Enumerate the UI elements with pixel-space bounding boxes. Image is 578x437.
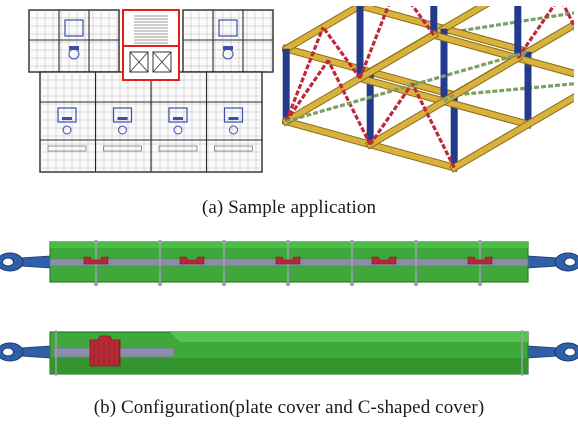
plan-fixture bbox=[57, 107, 77, 123]
brace-c-shaped-cover-model bbox=[0, 318, 578, 386]
brace-bolt-head bbox=[477, 281, 483, 287]
frame-beam bbox=[434, 6, 574, 9]
brace-pin-hole bbox=[2, 257, 14, 267]
brace-bolt-head bbox=[285, 239, 291, 245]
brace-restrainer bbox=[179, 256, 205, 265]
frame-beam bbox=[434, 6, 574, 9]
brace-bolt-head bbox=[221, 239, 227, 245]
floor-plan-svg bbox=[28, 9, 274, 173]
brace-bolt-head bbox=[349, 239, 355, 245]
brace-c-cover-lower-face bbox=[50, 358, 528, 374]
brace-bolt-head bbox=[157, 281, 163, 287]
plan-label-box bbox=[47, 145, 87, 152]
brace-pin-hole bbox=[564, 347, 576, 357]
brace-restrainer bbox=[275, 256, 301, 265]
plan-elevator-x bbox=[152, 51, 172, 73]
brace-end-fitting bbox=[0, 252, 51, 272]
brace-bolt-head bbox=[477, 239, 483, 245]
plan-fixture bbox=[218, 19, 238, 37]
brace-end-fitting bbox=[527, 342, 578, 362]
plan-unit-top-left bbox=[28, 9, 120, 73]
brace-restrainer bbox=[371, 256, 397, 265]
brace-end-shaft bbox=[527, 255, 559, 269]
brace-bolt-head bbox=[93, 239, 99, 245]
brace-plate-cover-svg bbox=[0, 239, 578, 287]
plan-unit-top-right bbox=[182, 9, 274, 73]
frame-brace-green bbox=[443, 93, 456, 103]
brace-plate-cover-model bbox=[0, 228, 578, 296]
frame-brace-red bbox=[368, 82, 414, 146]
brace-bolt-head bbox=[93, 281, 99, 287]
frame-brace-red bbox=[326, 59, 372, 146]
braced-frame-3d-model bbox=[282, 6, 574, 188]
caption-configuration: (b) Configuration(plate cover and C-shap… bbox=[93, 397, 485, 418]
plan-fixture bbox=[117, 117, 128, 120]
brace-bolt-head bbox=[349, 281, 355, 287]
brace-bolt-head bbox=[285, 281, 291, 287]
brace-restrainer bbox=[83, 256, 109, 265]
frame-brace-red bbox=[284, 59, 330, 123]
plan-label-box bbox=[214, 145, 253, 152]
brace-pin-hole bbox=[2, 347, 14, 357]
plan-label-box bbox=[103, 145, 142, 152]
plan-fixture bbox=[62, 125, 72, 135]
floor-plan-drawing bbox=[26, 6, 276, 176]
plan-fixture bbox=[223, 107, 244, 123]
frame-brace-red bbox=[284, 26, 325, 122]
brace-end-shaft bbox=[19, 345, 51, 359]
frame-brace-red bbox=[410, 82, 456, 169]
plan-fixture bbox=[64, 19, 84, 37]
frame-brace-red bbox=[562, 6, 574, 30]
plan-elevator bbox=[129, 51, 149, 73]
plan-fixture bbox=[173, 125, 183, 135]
frame-brace-red bbox=[410, 6, 436, 36]
brace-bolt-head bbox=[413, 239, 419, 245]
plan-fixture bbox=[229, 125, 238, 135]
brace-restrainer bbox=[89, 335, 121, 367]
brace-end-shaft bbox=[19, 255, 51, 269]
plan-core bbox=[122, 9, 180, 81]
brace-bolt-head bbox=[157, 239, 163, 245]
brace-c-cover-top-face bbox=[50, 332, 528, 342]
plan-fixture bbox=[228, 117, 239, 120]
plan-fixture bbox=[168, 107, 188, 123]
brace-plate-cover-edge bbox=[50, 242, 528, 248]
plan-fixture bbox=[112, 107, 133, 123]
plan-fixture bbox=[118, 125, 127, 135]
frame-brace-red bbox=[358, 6, 391, 79]
plan-elevator-x bbox=[129, 51, 149, 73]
brace-restrainer bbox=[467, 256, 493, 265]
frame-brace-red bbox=[321, 26, 362, 80]
braced-frame-svg bbox=[282, 6, 574, 173]
brace-end-fitting bbox=[0, 342, 51, 362]
brace-bolt-head bbox=[413, 281, 419, 287]
frame-beam bbox=[450, 94, 574, 172]
plan-fixture bbox=[62, 117, 72, 120]
frame-beam bbox=[282, 6, 365, 53]
brace-bolt-head bbox=[221, 281, 227, 287]
caption-sample-application: (a) Sample application bbox=[201, 197, 377, 218]
brace-c-shaped-cover-svg bbox=[0, 330, 578, 376]
frame-brace-red bbox=[516, 6, 556, 60]
plan-fixture bbox=[173, 117, 183, 120]
plan-elevator bbox=[152, 51, 172, 73]
brace-pin-hole bbox=[564, 257, 576, 267]
brace-end-shaft bbox=[527, 345, 559, 359]
brace-end-fitting bbox=[527, 252, 578, 272]
plan-fixture bbox=[69, 46, 79, 50]
plan-fixture bbox=[223, 46, 233, 50]
plan-label-box bbox=[158, 145, 198, 152]
